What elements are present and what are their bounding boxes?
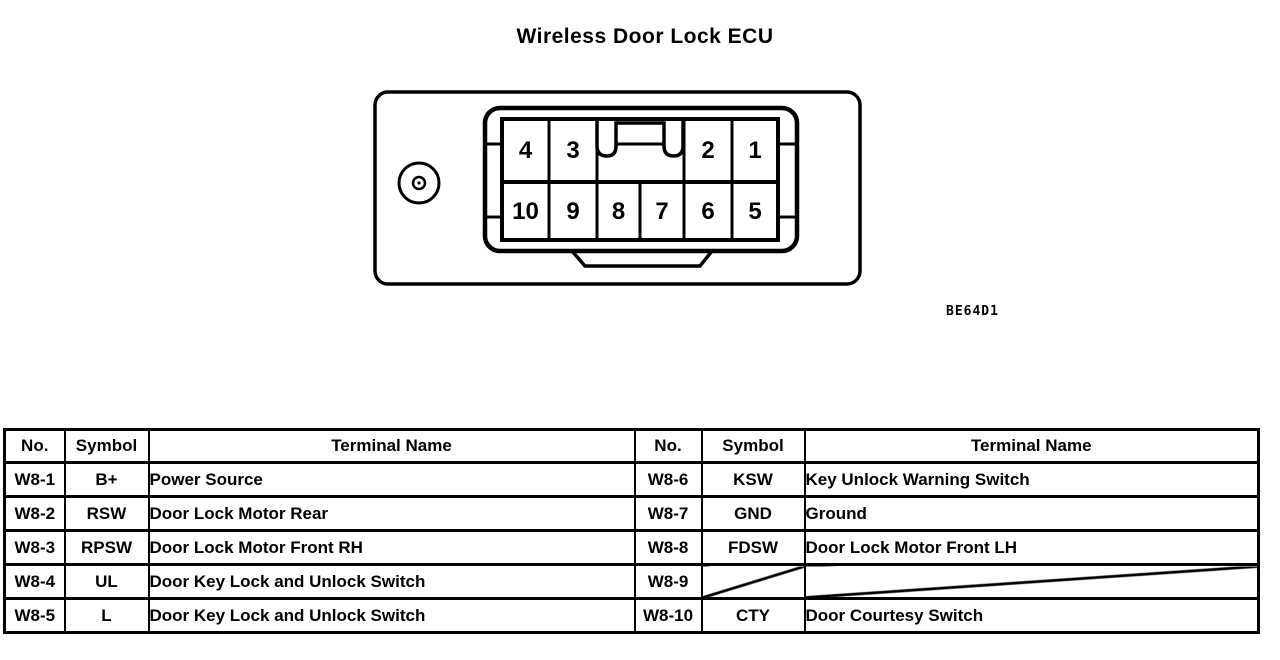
connector-bottom-tab	[570, 249, 714, 268]
cell-no: W8-8	[633, 529, 703, 566]
cell-no: W8-4	[3, 563, 66, 600]
pin-label: 5	[748, 198, 761, 225]
pin-label: 7	[655, 198, 668, 225]
cell-terminal-name: Door Key Lock and Unlock Switch	[147, 597, 636, 634]
cell-terminal-name: Door Lock Motor Rear	[147, 495, 636, 532]
table-row-w8-1-w8-6: W8-1 B+ Power Source W8-6 KSW Key Unlock…	[3, 461, 1260, 498]
cell-terminal-name: Power Source	[147, 461, 636, 498]
cell-no: W8-6	[633, 461, 703, 498]
pin-label: 9	[566, 198, 579, 225]
header-terminal-name-right: Terminal Name	[803, 428, 1260, 464]
ecu-connector-diagram: 4 3 2 1 10 9 8 7 6 5	[373, 90, 862, 286]
header-symbol-left: Symbol	[63, 428, 150, 464]
cell-terminal-name: Door Lock Motor Front LH	[803, 529, 1260, 566]
cell-symbol: GND	[700, 495, 806, 532]
cell-symbol: UL	[63, 563, 150, 600]
cell-terminal-name: Door Lock Motor Front RH	[147, 529, 636, 566]
cell-symbol: RPSW	[63, 529, 150, 566]
header-no-right: No.	[633, 428, 703, 464]
pin-label: 8	[612, 198, 625, 225]
pin-label: 1	[748, 137, 761, 164]
cell-symbol: KSW	[700, 461, 806, 498]
cell-terminal-name: Door Courtesy Switch	[803, 597, 1260, 634]
cell-symbol: CTY	[700, 597, 806, 634]
side-retainer-ticks	[484, 142, 796, 219]
cell-no: W8-7	[633, 495, 703, 532]
keyway-notch	[595, 119, 685, 158]
cell-symbol: B+	[63, 461, 150, 498]
cell-terminal-name-empty-slash	[803, 563, 1260, 600]
cell-no: W8-2	[3, 495, 66, 532]
connector-shell-outline	[482, 105, 800, 254]
table-row-w8-4-w8-9: W8-4 UL Door Key Lock and Unlock Switch …	[3, 563, 1260, 600]
mounting-hole	[397, 161, 441, 205]
pin-label: 10	[512, 198, 539, 225]
pin-block	[500, 117, 780, 242]
cell-no: W8-10	[633, 597, 703, 634]
cell-no: W8-1	[3, 461, 66, 498]
pin-label: 2	[701, 137, 714, 164]
header-terminal-name-left: Terminal Name	[147, 428, 636, 464]
pin-label: 6	[701, 198, 714, 225]
header-row: No. Symbol Terminal Name No. Symbol Term…	[3, 428, 1260, 464]
table-row-w8-3-w8-8: W8-3 RPSW Door Lock Motor Front RH W8-8 …	[3, 529, 1260, 566]
header-no-left: No.	[3, 428, 66, 464]
cell-symbol-empty-slash	[700, 563, 806, 600]
cell-terminal-name: Ground	[803, 495, 1260, 532]
cell-symbol: L	[63, 597, 150, 634]
cell-symbol: RSW	[63, 495, 150, 532]
cell-terminal-name: Key Unlock Warning Switch	[803, 461, 1260, 498]
figure-code: BE64D1	[946, 304, 999, 319]
terminal-table: No. Symbol Terminal Name No. Symbol Term…	[3, 428, 1260, 634]
cell-symbol: FDSW	[700, 529, 806, 566]
pin-label: 3	[566, 137, 579, 164]
pin-label: 4	[519, 137, 533, 164]
cell-no: W8-3	[3, 529, 66, 566]
page-title: Wireless Door Lock ECU	[516, 25, 774, 48]
cell-no: W8-5	[3, 597, 66, 634]
table-row-w8-5-w8-10: W8-5 L Door Key Lock and Unlock Switch W…	[3, 597, 1260, 634]
ecu-body-outline	[373, 90, 862, 286]
header-symbol-right: Symbol	[700, 428, 806, 464]
cell-no: W8-9	[633, 563, 703, 600]
cell-terminal-name: Door Key Lock and Unlock Switch	[147, 563, 636, 600]
table-row-w8-2-w8-7: W8-2 RSW Door Lock Motor Rear W8-7 GND G…	[3, 495, 1260, 532]
